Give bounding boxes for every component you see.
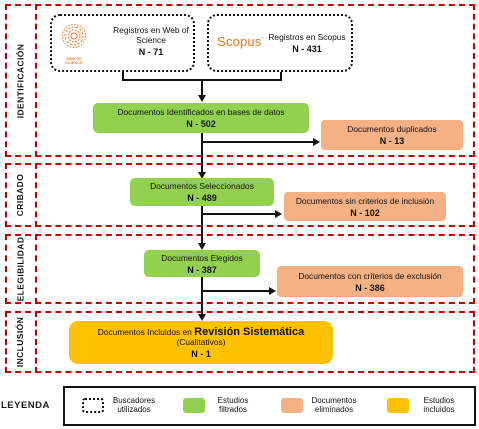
arrow-to-selected-icon	[198, 172, 206, 179]
wos-logo-text: WEB OF SCIENCE	[65, 57, 83, 65]
chosen-count: N - 387	[187, 264, 217, 275]
legend-title: LEYENDA	[1, 400, 50, 411]
scopus-logo-icon: Scopus°	[217, 34, 264, 49]
scopus-logo-text: Scopus	[217, 34, 262, 49]
chosen-box: Documentos Elegidos N - 387	[144, 250, 260, 277]
phase-inclusion-label-cell: INCLUSIÓN	[5, 311, 37, 373]
identified-count: N - 502	[186, 119, 216, 129]
included-label-sub: (Cualitativos)	[176, 336, 226, 347]
no-criteria-count: N - 102	[350, 207, 380, 218]
included-box: Documentos Incluidos en Revisión Sistemá…	[69, 321, 333, 364]
connector-to-no-criteria	[202, 213, 276, 215]
duplicates-count: N - 13	[379, 136, 405, 146]
legend-removed-line1: Documentos	[311, 396, 357, 405]
legend-item-included: Estudios incluidos	[414, 396, 464, 414]
legend-filtered-line2: filtrados	[218, 405, 247, 414]
phase-elegibilidad-frame	[5, 234, 475, 304]
connector-join-down	[201, 80, 203, 96]
wos-line2: Science	[136, 35, 166, 45]
legend-removed-line2: eliminados	[314, 405, 354, 414]
included-label-line: Documentos Incluidos en Revisión Sistemá…	[97, 325, 305, 338]
wos-logo-icon: WEB OF SCIENCE	[57, 24, 91, 65]
phase-cribado-label: CRIBADO	[15, 173, 25, 217]
duplicates-box: Documentos duplicados N - 13	[321, 120, 463, 150]
connector-wos-down	[122, 72, 124, 80]
selected-box: Documentos Seleccionados N - 489	[130, 178, 274, 206]
phase-inclusion-frame	[5, 311, 475, 373]
legend-item-filtered: Estudios filtrados	[209, 396, 257, 414]
legend-included-line2: incluidos	[423, 405, 455, 414]
legend-swatch-removed	[281, 398, 303, 413]
legend-swatch-searchers	[82, 398, 104, 413]
included-label-prefix: Documentos Incluidos en	[97, 326, 192, 337]
arrow-to-chosen-icon	[198, 243, 206, 250]
phase-cribado-frame	[5, 163, 475, 227]
phase-inclusion-label: INCLUSIÓN	[15, 316, 26, 368]
connector-to-exclusion	[202, 290, 270, 292]
no-criteria-label: Documentos sin criterios de inclusión	[295, 195, 435, 206]
connector-chosen-down	[201, 277, 203, 315]
legend-frame	[63, 386, 476, 426]
phase-elegibilidad-label: ELEGIBILIDAD	[15, 236, 25, 302]
wos-count: N - 71	[138, 47, 164, 57]
phase-cribado-label-cell: CRIBADO	[5, 163, 37, 227]
connector-selected-down	[201, 206, 203, 244]
connector-scopus-down	[280, 72, 282, 80]
legend-filtered-line1: Estudios	[217, 396, 249, 405]
identified-label: Documentos Identificados en bases de dat…	[117, 107, 285, 117]
exclusion-label: Documentos con criterios de exclusión	[298, 270, 442, 281]
arrow-to-identified-icon	[198, 95, 206, 102]
identified-box: Documentos Identificados en bases de dat…	[93, 103, 309, 133]
phase-identificacion-label-cell: IDENTIFICACIÓN	[5, 4, 37, 157]
duplicates-label: Documentos duplicados	[347, 124, 437, 134]
legend-searchers-line2: utilizados	[117, 405, 151, 414]
included-label-emphasis: Revisión Sistemática	[194, 325, 305, 338]
connector-identified-down	[201, 133, 203, 173]
arrow-to-exclusion-icon	[269, 287, 276, 295]
scopus-line1: Registros en Scopus	[268, 32, 346, 42]
connector-to-duplicates	[202, 141, 314, 143]
phase-elegibilidad-label-cell: ELEGIBILIDAD	[5, 234, 37, 304]
chosen-label: Documentos Elegidos	[161, 252, 243, 263]
connector-sources-join	[122, 79, 282, 81]
legend-item-searchers: Buscadores utilizados	[106, 396, 162, 414]
legend-included-line1: Estudios	[423, 396, 455, 405]
selected-count: N - 489	[187, 193, 217, 203]
scopus-source-box: Registros en Scopus N - 431	[207, 14, 353, 72]
phase-identificacion-label: IDENTIFICACIÓN	[15, 43, 26, 118]
scopus-count: N - 431	[292, 44, 322, 54]
included-count: N - 1	[191, 348, 211, 359]
legend-swatch-included	[387, 398, 409, 413]
arrow-to-included-icon	[198, 314, 206, 321]
wos-source-box: Registros en Web of Science N - 71	[50, 14, 195, 72]
wos-line1: Registros en Web of	[113, 25, 189, 35]
no-criteria-box: Documentos sin criterios de inclusión N …	[284, 192, 446, 221]
exclusion-count: N - 386	[355, 282, 385, 293]
selected-label: Documentos Seleccionados	[150, 181, 254, 191]
phase-identificacion-frame	[5, 4, 475, 157]
legend-swatch-filtered	[183, 398, 205, 413]
exclusion-box: Documentos con criterios de exclusión N …	[277, 266, 463, 297]
legend-item-removed: Documentos eliminados	[304, 396, 364, 414]
legend-searchers-line1: Buscadores	[112, 396, 156, 405]
arrow-to-no-criteria-icon	[275, 210, 282, 218]
arrow-to-duplicates-icon	[313, 138, 320, 146]
